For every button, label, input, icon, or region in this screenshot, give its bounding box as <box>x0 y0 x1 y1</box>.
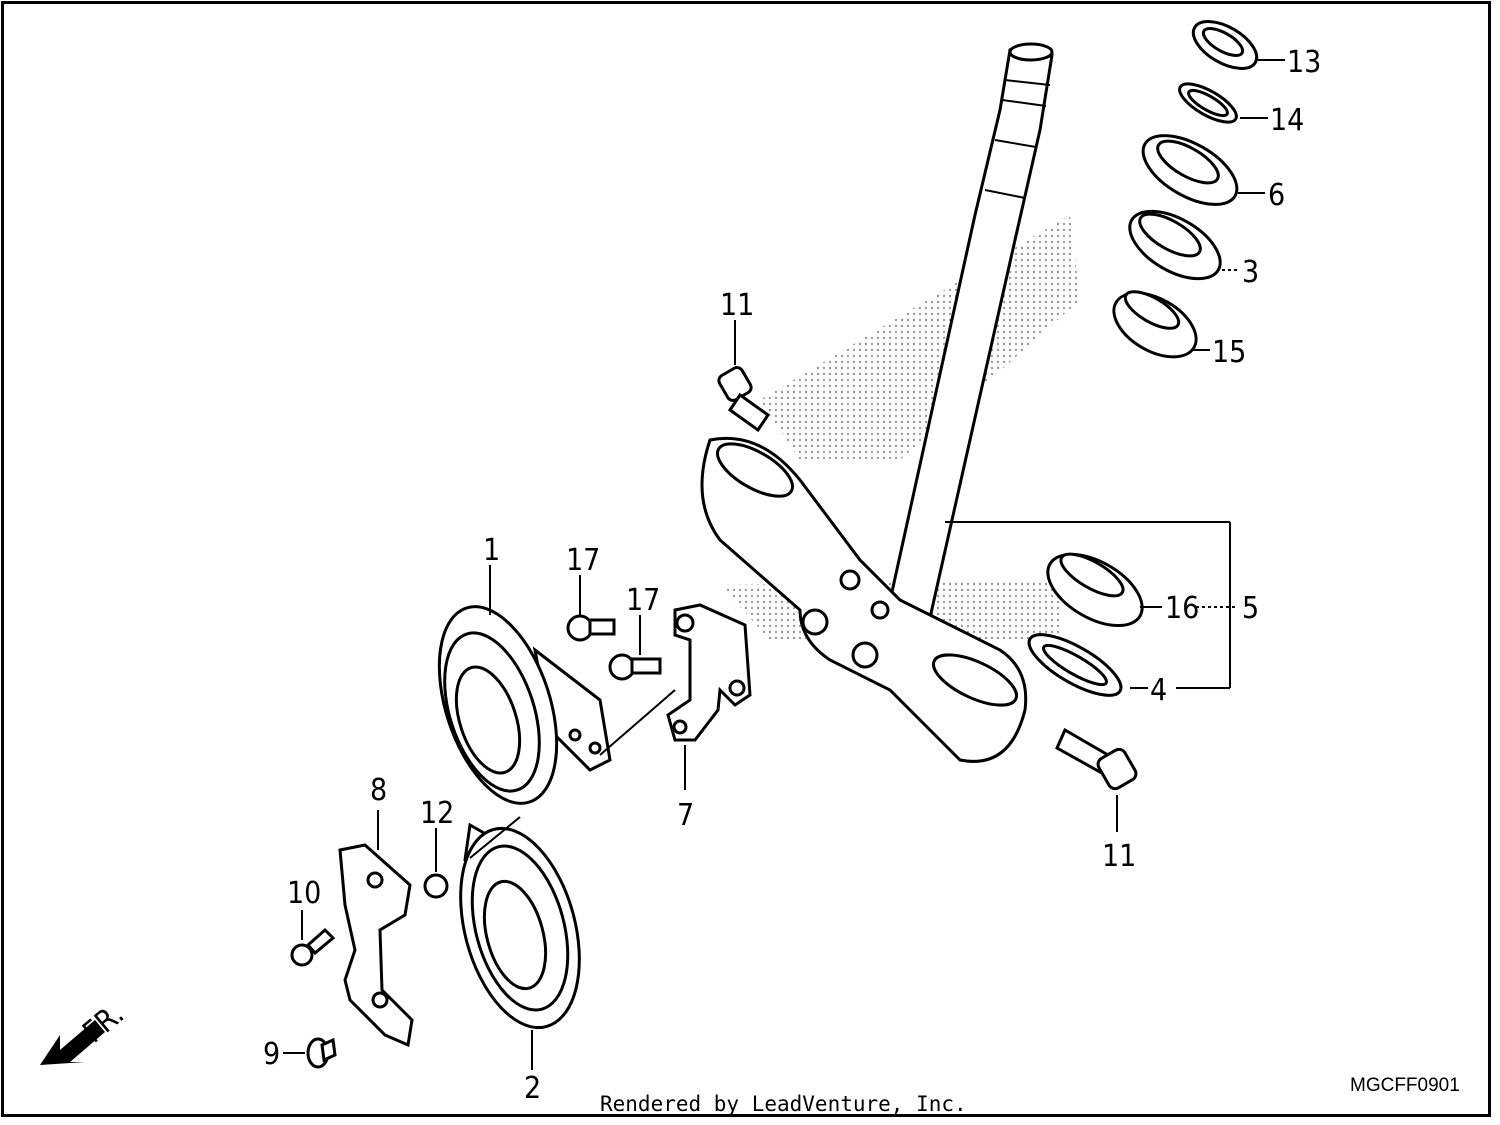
horn-plate-8 <box>338 843 414 1048</box>
callout-5: 5 <box>1242 591 1259 626</box>
bolt-17-b <box>608 653 662 681</box>
bearing-16 <box>1046 552 1144 628</box>
bearing-6 <box>1141 134 1239 206</box>
callout-13: 13 <box>1287 45 1321 80</box>
callout-8: 8 <box>370 773 387 808</box>
front-direction-arrow: FR. <box>40 997 131 1065</box>
callout-3: 3 <box>1242 255 1259 290</box>
horn-bracket-7 <box>666 603 752 742</box>
bolt-10 <box>290 927 336 967</box>
callout-17-b: 17 <box>626 583 660 618</box>
callout-7: 7 <box>677 798 694 833</box>
bearing-15 <box>1112 290 1198 359</box>
horn-2 <box>459 822 581 1030</box>
screw-9 <box>306 1037 337 1069</box>
diagram-code: MGCFF0901 <box>1350 1075 1460 1096</box>
callout-17-a: 17 <box>566 543 600 578</box>
seal-4 <box>1027 633 1123 697</box>
steering-stem-bracket <box>700 436 1028 763</box>
nut-12 <box>423 873 449 899</box>
callout-1: 1 <box>483 533 500 568</box>
callout-16: 16 <box>1165 591 1199 626</box>
callout-2: 2 <box>524 1071 541 1106</box>
callout-12: 12 <box>420 796 454 831</box>
callout-6: 6 <box>1268 178 1285 213</box>
washer-14 <box>1178 82 1238 124</box>
callout-9: 9 <box>263 1037 280 1072</box>
leader-lines <box>283 59 1285 1070</box>
callout-15: 15 <box>1212 335 1246 370</box>
bolt-11-upper <box>717 366 771 433</box>
nut-13 <box>1191 20 1259 70</box>
callouts: 13 14 6 3 15 11 1 17 17 16 5 4 7 8 12 10… <box>263 45 1321 1106</box>
callout-14: 14 <box>1270 103 1304 138</box>
callout-10: 10 <box>287 876 321 911</box>
bolt-17-a <box>566 614 616 642</box>
callout-4: 4 <box>1150 673 1167 708</box>
render-credit: Rendered by LeadVenture, Inc. <box>600 1092 967 1116</box>
callout-11-lower: 11 <box>1102 839 1136 874</box>
race-3 <box>1128 209 1222 281</box>
callout-11-upper: 11 <box>720 288 754 323</box>
horn-1 <box>437 605 612 805</box>
bolt-11-lower <box>1055 727 1138 791</box>
